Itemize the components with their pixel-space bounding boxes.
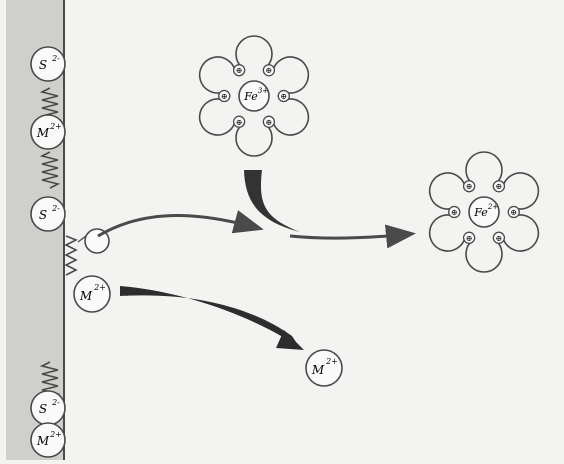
ion-symbol: S <box>39 208 47 222</box>
ligand-charge: ⊕ <box>236 118 243 127</box>
ligand-charge: ⊕ <box>451 208 458 217</box>
svg-text:2+: 2+ <box>325 357 338 366</box>
ligand-charge: ⊕ <box>496 182 503 191</box>
ligand-charge: ⊕ <box>236 66 243 75</box>
ligand-charge: ⊕ <box>496 234 503 243</box>
svg-text:2+: 2+ <box>487 203 498 211</box>
broken-bond <box>64 235 78 276</box>
svg-text:Fe: Fe <box>243 90 258 103</box>
ion-charge: 2- <box>51 204 60 213</box>
svg-text:M: M <box>79 289 93 303</box>
ion-charge: 2- <box>51 54 60 63</box>
ion-charge: 2+ <box>49 430 62 439</box>
reduction-wedge <box>244 170 300 232</box>
ion-symbol: S <box>39 402 47 416</box>
electron-transfer-arrow <box>97 210 264 238</box>
svg-text:M: M <box>311 363 325 377</box>
ligand: ⊕⊕ <box>492 172 540 219</box>
ligand-charge: ⊕ <box>221 92 228 101</box>
fe2-complex: ⊕⊕⊕⊕⊕⊕⊕⊕⊕⊕⊕⊕Fe2+ <box>428 151 540 273</box>
svg-text:2+: 2+ <box>93 283 106 292</box>
ligand-charge: ⊕ <box>466 182 473 191</box>
dissolving-metal-ion: M 2+ <box>73 275 111 313</box>
ligand-charge: ⊕ <box>280 92 287 101</box>
ion-charge: 2+ <box>49 122 62 131</box>
complex-release-arrow <box>289 224 416 249</box>
ligand-charge: ⊕ <box>510 208 517 217</box>
metal-release-arrowhead <box>276 330 304 350</box>
ligand: ⊕⊕ <box>262 56 310 103</box>
surface-ion-4: S 2- <box>30 390 66 426</box>
ligand-charge: ⊕ <box>466 234 473 243</box>
ion-symbol: S <box>39 58 47 72</box>
metal-release-wedge <box>120 286 300 348</box>
svg-text:Fe: Fe <box>473 206 488 219</box>
ion-charge: 2- <box>51 398 60 407</box>
fe3-complex: ⊕⊕⊕⊕⊕⊕⊕⊕⊕⊕⊕⊕Fe3+ <box>198 35 310 157</box>
ligand-charge: ⊕ <box>266 118 273 127</box>
ligand-charge: ⊕ <box>266 66 273 75</box>
released-metal-ion: M 2+ <box>305 349 343 387</box>
adsorbed-ligand <box>84 228 110 254</box>
ion-symbol: M <box>36 126 50 140</box>
surface-ion-2: S 2- <box>30 196 66 232</box>
svg-text:3+: 3+ <box>258 87 268 95</box>
surface-ion-0: S 2- <box>30 46 66 82</box>
ion-symbol: M <box>36 434 50 448</box>
